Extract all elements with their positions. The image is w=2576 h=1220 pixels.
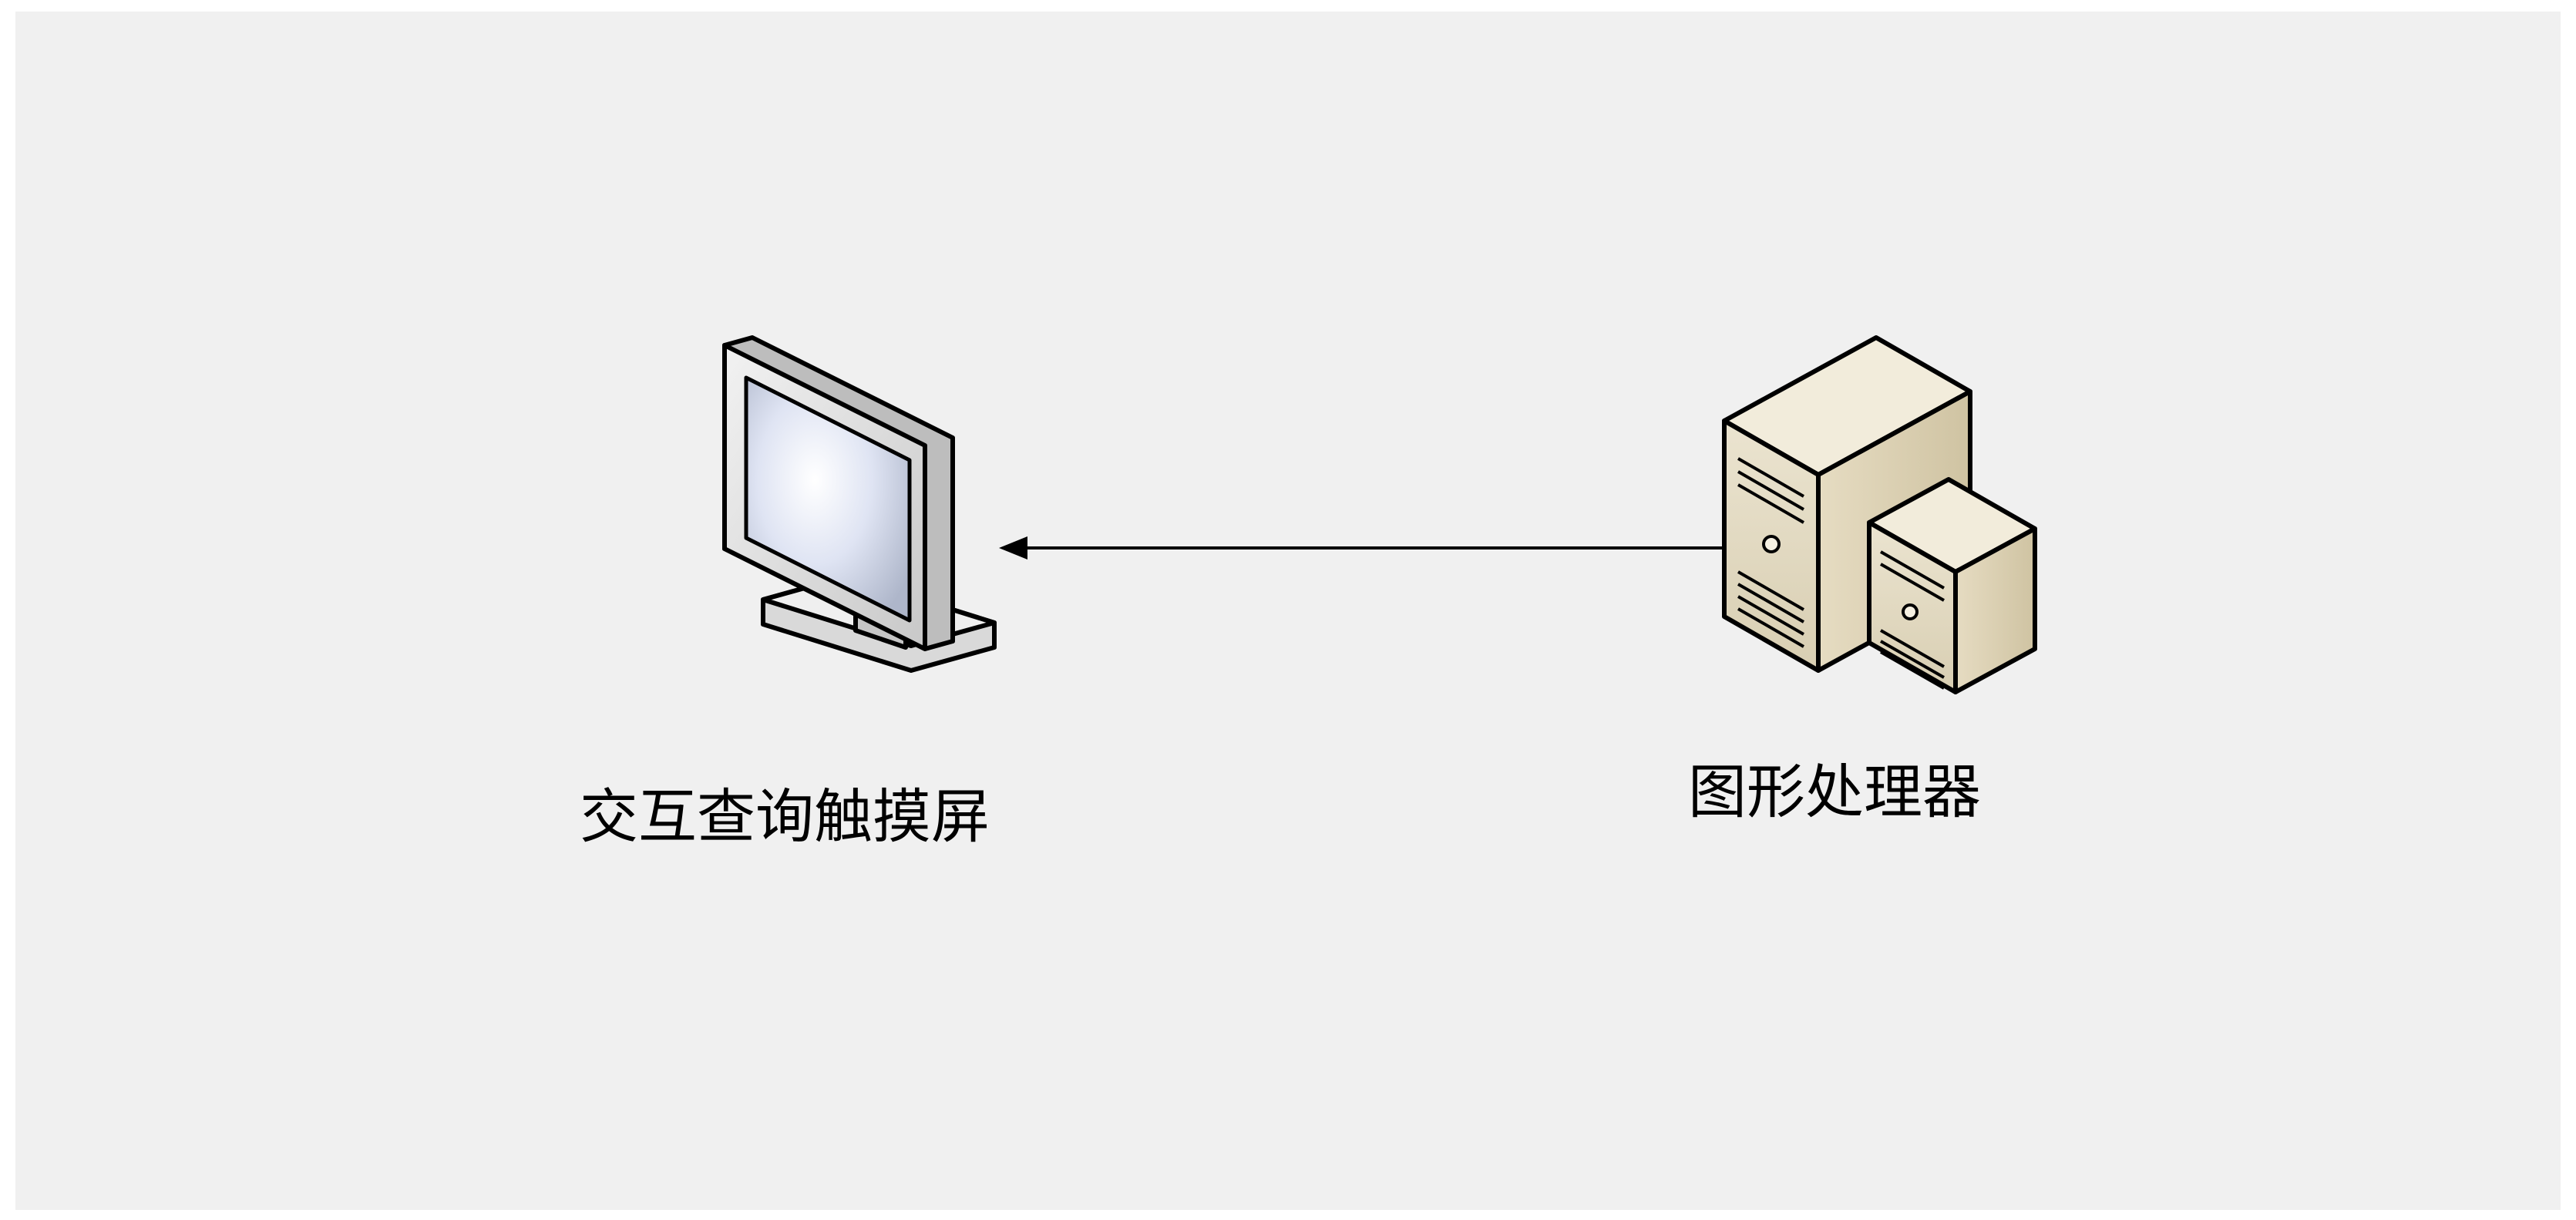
touch-screen-label: 交互查询触摸屏 (580, 788, 990, 846)
server-icon (1724, 338, 2035, 692)
graphics-processor-label: 图形处理器 (1688, 763, 1981, 822)
arrowhead (999, 536, 1027, 560)
monitor-icon (725, 338, 994, 670)
edge-processor-to-screen (999, 536, 1724, 560)
